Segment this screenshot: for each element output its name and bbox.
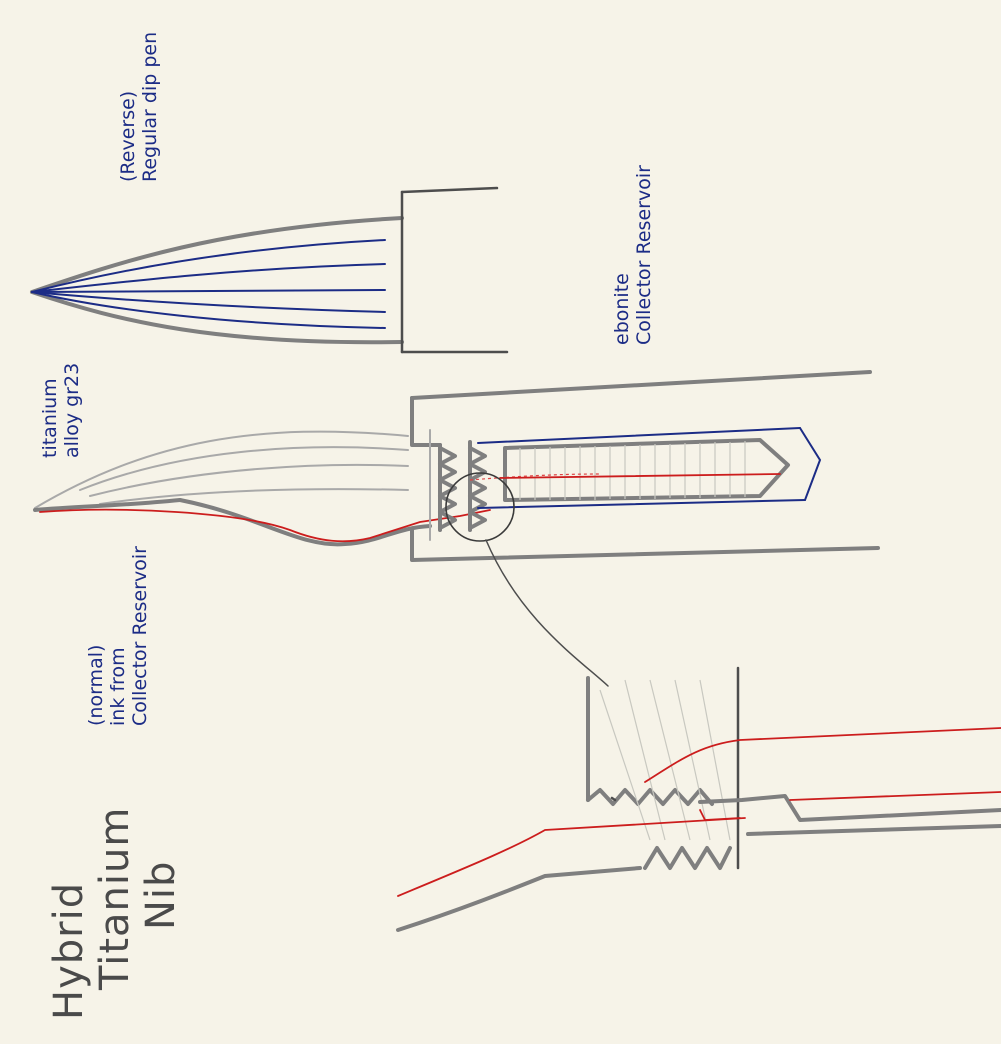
thread-detail-enlarged	[396, 666, 1001, 932]
reverse-dip-pen-nib	[30, 186, 509, 354]
titanium-alloy-label: titanium alloy gr23	[39, 362, 84, 458]
hybrid-nib	[33, 430, 491, 547]
ebonite-collector-reservoir	[469, 427, 822, 509]
ebonite-label-line-1: ebonite	[611, 273, 633, 345]
normal-ink-label: (normal) ink from Collector Reservoir	[85, 546, 152, 726]
title-line-3: Nib	[138, 860, 184, 930]
ebonite-collector-label: ebonite Collector Reservoir	[611, 165, 656, 345]
reverse-label-line-2: Regular dip pen	[138, 31, 161, 182]
titanium-label-line-1: titanium	[39, 378, 61, 458]
ebonite-label-line-2: Collector Reservoir	[632, 165, 655, 345]
reverse-label-line-1: (Reverse)	[117, 90, 139, 182]
titanium-label-line-2: alloy gr23	[60, 362, 83, 458]
sketch-title: Hybrid Titanium Nib	[46, 807, 184, 1020]
title-line-1: Hybrid	[46, 881, 92, 1020]
reverse-nib-tines	[31, 239, 386, 329]
normal-label-line-2: ink from	[106, 647, 129, 726]
pen-barrel	[410, 370, 880, 562]
title-line-2: Titanium	[92, 806, 138, 990]
normal-label-line-1: (normal)	[85, 644, 107, 726]
normal-label-line-3: Collector Reservoir	[128, 546, 151, 726]
feed-threads	[438, 440, 487, 532]
reverse-dip-pen-label: (Reverse) Regular dip pen	[117, 31, 162, 182]
detail-callout	[445, 472, 609, 687]
